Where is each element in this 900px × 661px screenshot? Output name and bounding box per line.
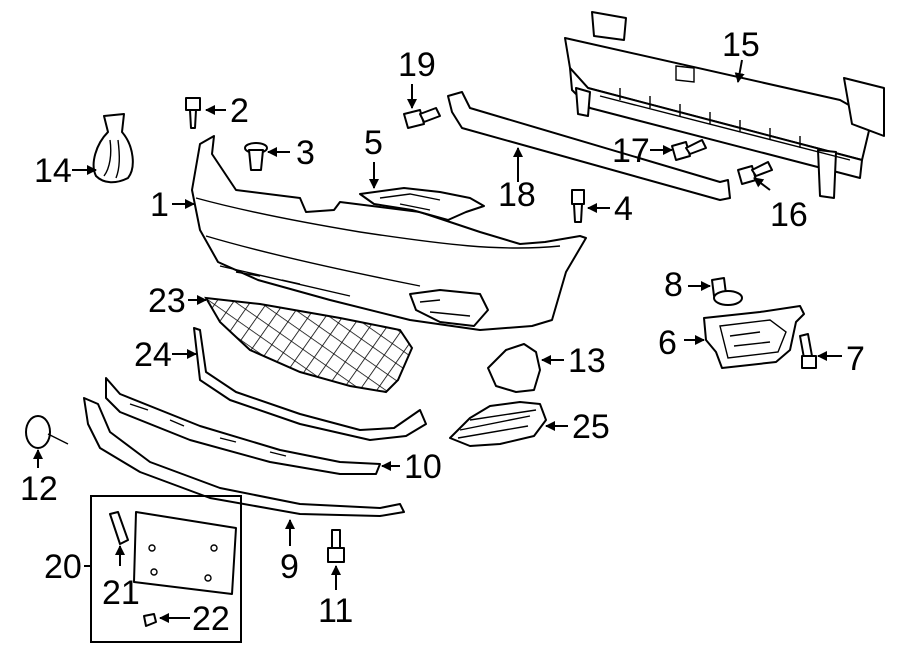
callout-22: 22 bbox=[192, 600, 230, 638]
screw-22-part bbox=[143, 613, 157, 627]
callout-23: 23 bbox=[148, 282, 186, 320]
callout-labels: 1 2 3 4 5 6 7 8 9 10 11 12 13 14 15 16 1… bbox=[20, 26, 865, 638]
callout-1: 1 bbox=[150, 186, 169, 224]
callout-15: 15 bbox=[722, 26, 760, 64]
bolt-7-part bbox=[799, 333, 817, 369]
bolt-4-part bbox=[571, 189, 585, 223]
callout-24: 24 bbox=[134, 336, 172, 374]
bolt-19-part bbox=[403, 107, 441, 129]
callout-3: 3 bbox=[296, 134, 315, 172]
bolt-17-part bbox=[671, 139, 707, 161]
callout-8: 8 bbox=[664, 266, 683, 304]
callout-13: 13 bbox=[568, 342, 606, 380]
callout-5: 5 bbox=[364, 124, 383, 162]
callout-17: 17 bbox=[612, 132, 650, 170]
clip-3-part bbox=[244, 142, 268, 171]
callout-9: 9 bbox=[280, 548, 299, 586]
clip-8-part bbox=[711, 277, 743, 306]
leader-lines bbox=[33, 59, 842, 623]
license-bracket-group bbox=[90, 495, 242, 643]
screw-2-part bbox=[185, 97, 201, 129]
fog-grille-25-part bbox=[449, 401, 547, 447]
callout-12: 12 bbox=[20, 470, 58, 508]
callout-16: 16 bbox=[770, 196, 808, 234]
callout-2: 2 bbox=[230, 92, 249, 130]
molding-24-part bbox=[193, 327, 427, 441]
callout-18: 18 bbox=[498, 176, 536, 214]
absorber-strip-part bbox=[447, 91, 731, 201]
callout-21: 21 bbox=[102, 574, 140, 612]
grille-23-part bbox=[204, 296, 414, 394]
deflector-5-part bbox=[359, 187, 485, 221]
impact-bar-part bbox=[564, 11, 885, 199]
callout-20: 20 bbox=[44, 548, 82, 586]
callout-14: 14 bbox=[34, 152, 72, 190]
cap-13-part bbox=[487, 343, 541, 393]
callout-4: 4 bbox=[614, 190, 633, 228]
callout-19: 19 bbox=[398, 46, 436, 84]
callout-10: 10 bbox=[404, 448, 442, 486]
bolt-11-part bbox=[327, 529, 345, 563]
lower-grille-10-part bbox=[105, 377, 381, 475]
bracket-clip-21-part bbox=[109, 511, 129, 545]
bracket-6-part bbox=[703, 305, 805, 369]
callout-25: 25 bbox=[572, 408, 610, 446]
bumper-cover-part bbox=[191, 135, 587, 331]
plug-12-part bbox=[25, 415, 69, 449]
bolt-16-part bbox=[737, 161, 773, 185]
license-plate-bracket-part bbox=[133, 511, 237, 595]
callout-11: 11 bbox=[318, 592, 353, 630]
callout-6: 6 bbox=[658, 324, 677, 362]
callout-7: 7 bbox=[846, 340, 865, 378]
touch-up-paint-part bbox=[92, 113, 134, 184]
spoiler-9-part bbox=[83, 397, 405, 517]
